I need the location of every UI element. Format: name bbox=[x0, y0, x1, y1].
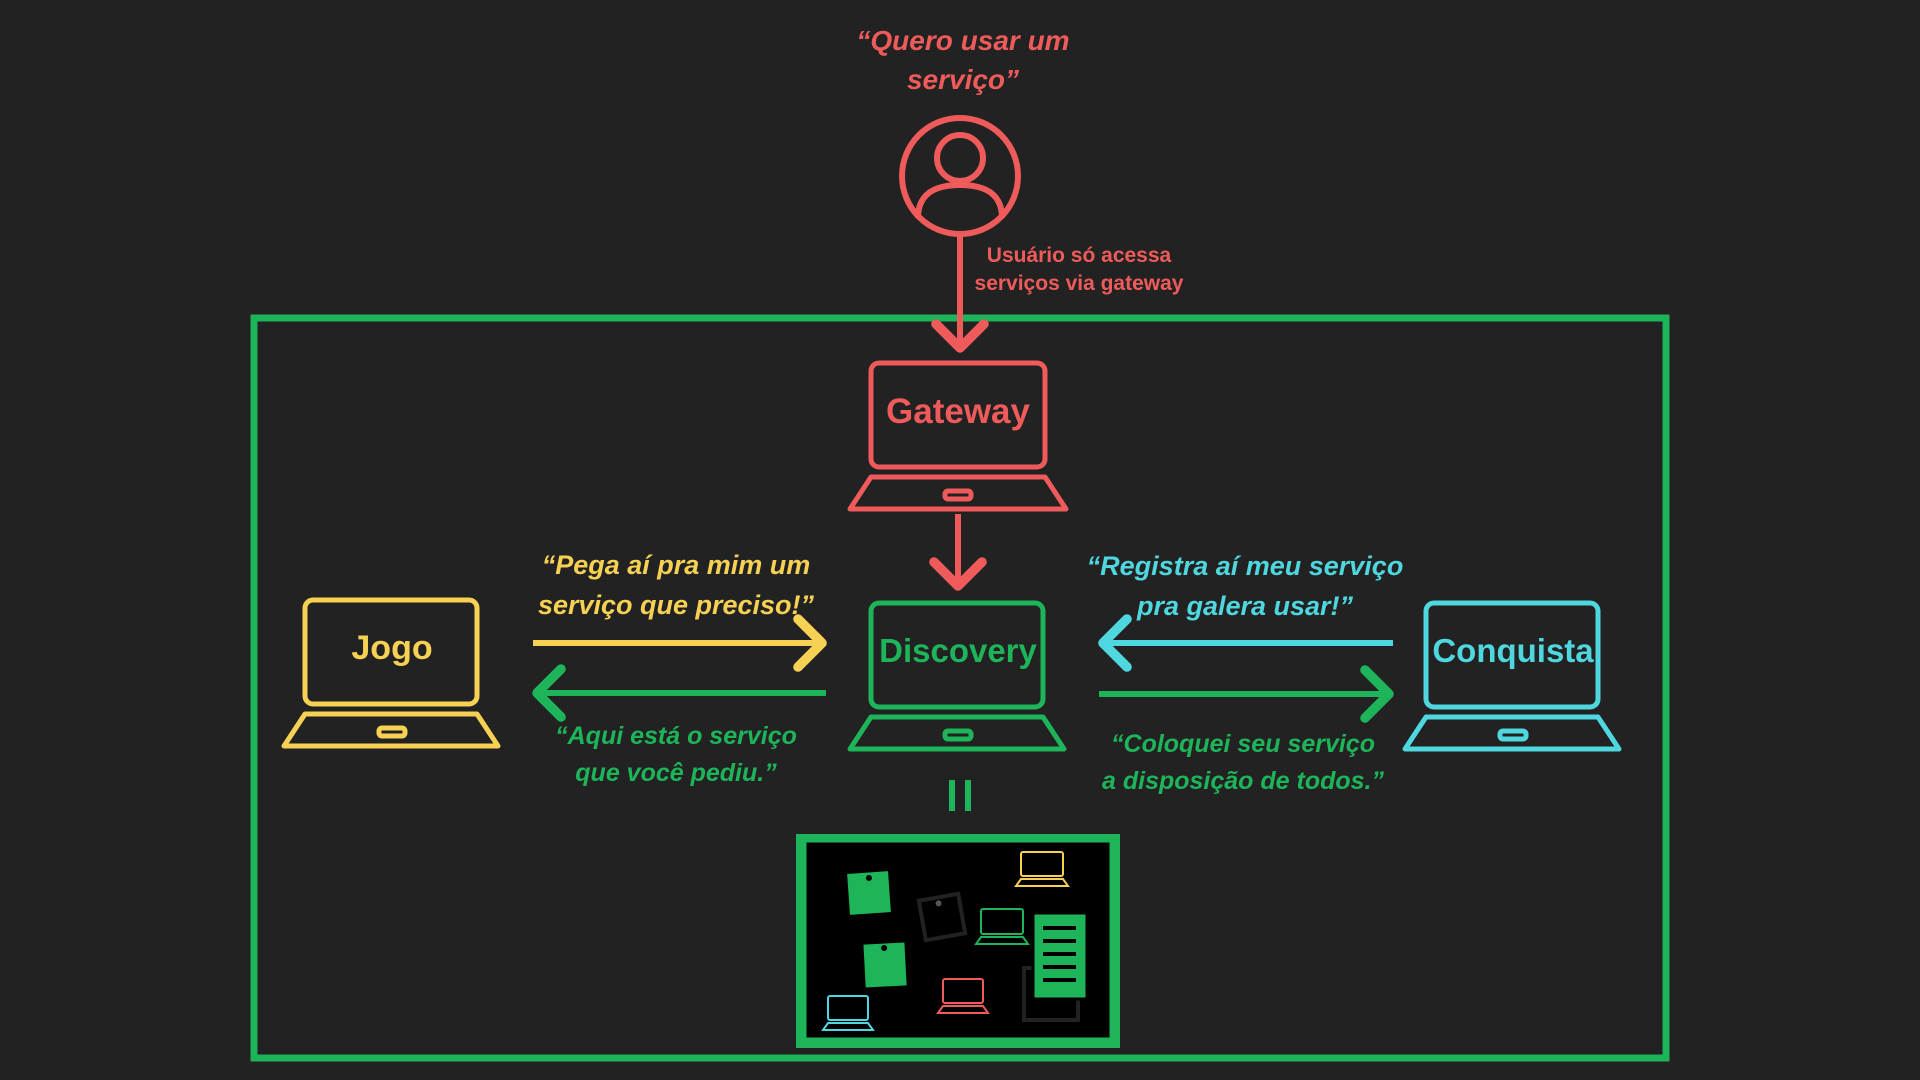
user-note-line2: serviços via gateway bbox=[975, 272, 1184, 295]
conquista-register-line1: “Registra aí meu serviço bbox=[1087, 551, 1404, 581]
conquista-register-line2: pra galera usar!” bbox=[1136, 591, 1354, 621]
sticky-note-green-1 bbox=[843, 867, 895, 919]
mini-laptop-green bbox=[974, 908, 1030, 945]
mini-laptop-yellow bbox=[1014, 851, 1070, 887]
discovery-label: Discovery bbox=[879, 632, 1037, 669]
jogo-request-line1: “Pega aí pra mim um bbox=[542, 550, 811, 580]
equals-icon bbox=[949, 780, 971, 811]
user-note-line1: Usuário só acessa bbox=[987, 244, 1172, 267]
gateway-laptop-icon bbox=[847, 360, 1069, 512]
discovery-reply-line2: que você pediu.” bbox=[575, 759, 777, 787]
discovery-laptop-icon bbox=[847, 600, 1067, 752]
mini-laptop-red bbox=[936, 978, 990, 1014]
discovery-ack-line1: “Coloquei seu serviço bbox=[1111, 730, 1375, 758]
jogo-label: Jogo bbox=[351, 629, 432, 667]
jogo-laptop-icon bbox=[281, 597, 501, 749]
user-quote-line1: “Quero usar um bbox=[856, 25, 1069, 56]
discovery-reply-line1: “Aqui está o serviço bbox=[555, 722, 797, 750]
gateway-label: Gateway bbox=[886, 392, 1030, 431]
document-stack-icon bbox=[1022, 911, 1089, 1022]
sticky-note-green-2 bbox=[860, 939, 910, 991]
jogo-request-line2: serviço que preciso!” bbox=[538, 590, 815, 620]
sticky-note-black bbox=[916, 891, 968, 943]
user-quote-line2: serviço” bbox=[907, 64, 1019, 95]
conquista-laptop-icon bbox=[1402, 600, 1622, 752]
discovery-ack-line2: a disposição de todos.” bbox=[1102, 767, 1384, 795]
user-circle-icon bbox=[899, 115, 1021, 237]
pinboard-icon bbox=[796, 834, 1120, 1048]
conquista-label: Conquista bbox=[1432, 632, 1594, 669]
mini-laptop-cyan bbox=[821, 995, 875, 1031]
